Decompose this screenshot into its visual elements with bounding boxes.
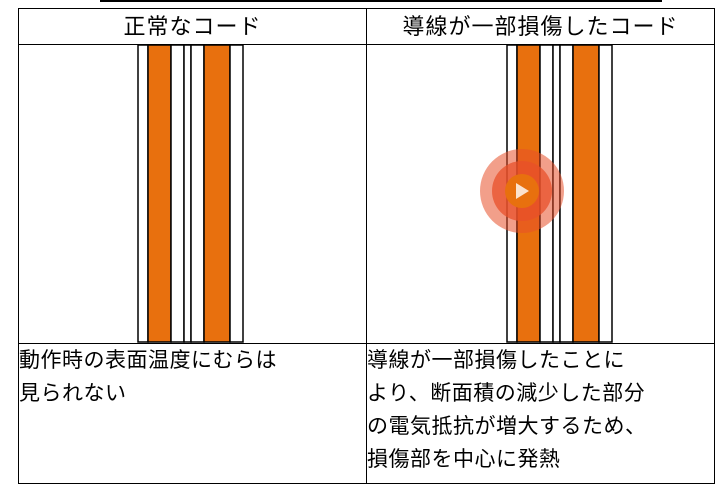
damaged-cord-cell xyxy=(366,44,715,344)
header-row: 正常なコード 導線が一部損傷したコード xyxy=(18,8,715,45)
header-normal-cord: 正常なコード xyxy=(18,8,367,45)
desc-line: 導線が一部損傷したことに xyxy=(367,348,625,372)
insulation-strip xyxy=(598,45,613,343)
hotspot-marker xyxy=(480,149,564,233)
insulation-strip xyxy=(183,45,192,343)
desc-line: の電気抵抗が増大するため、 xyxy=(367,414,647,438)
insulation-strip xyxy=(170,45,185,343)
damaged-cord-description: 導線が一部損傷したことに より、断面積の減少した部分 の電気抵抗が増大するため、… xyxy=(366,343,715,484)
insulation-strip xyxy=(229,45,244,343)
figure-row xyxy=(18,44,715,344)
conductor-strip xyxy=(572,45,600,343)
conductor-strip xyxy=(147,45,172,343)
normal-cord-description: 動作時の表面温度にむらは 見られない xyxy=(18,343,367,484)
header-damaged-cord: 導線が一部損傷したコード xyxy=(366,8,715,45)
desc-line: より、断面積の減少した部分 xyxy=(367,381,646,405)
desc-line: 動作時の表面温度にむらは xyxy=(19,348,277,372)
damaged-cord-figure xyxy=(480,45,613,343)
conductor-strip xyxy=(203,45,231,343)
normal-cord-cell xyxy=(18,44,367,344)
insulation-strip xyxy=(137,45,149,343)
description-row: 動作時の表面温度にむらは 見られない 導線が一部損傷したことに より、断面積の減… xyxy=(18,343,715,484)
insulation-strip xyxy=(190,45,205,343)
desc-line: 損傷部を中心に発熱 xyxy=(367,447,561,471)
top-rule xyxy=(100,0,662,2)
desc-line: 見られない xyxy=(19,381,127,405)
comparison-table: 正常なコード 導線が一部損傷したコード xyxy=(18,8,715,484)
normal-cord-figure xyxy=(137,45,244,343)
play-circle-icon xyxy=(516,183,529,199)
